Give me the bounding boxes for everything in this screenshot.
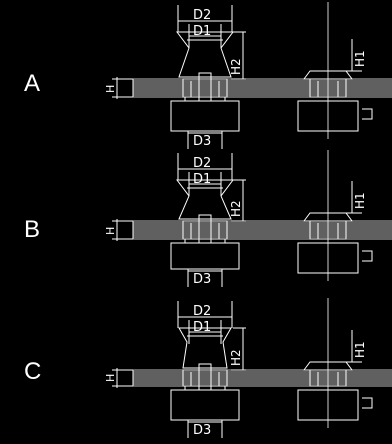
dim-h2-label: H2 [229, 58, 243, 75]
fastener-lower-body [170, 242, 240, 270]
fastener-right-lower-body [297, 242, 359, 274]
dim-h1-label: H1 [353, 50, 367, 67]
laminated-plate [132, 220, 392, 240]
fastener-right [297, 298, 373, 428]
fastener-insert [182, 78, 228, 98]
fastener-right-insert [309, 369, 347, 387]
dimension-h2: H2 [229, 327, 246, 371]
dim-h2-label: H2 [229, 200, 243, 217]
dim-d3-label: D3 [193, 423, 211, 438]
fastener-right-tab [362, 108, 373, 120]
dim-h2-label: H2 [229, 349, 243, 366]
dim-d2-label: D2 [193, 8, 211, 23]
fastener-right-lower-body [297, 389, 359, 421]
variant-letter-b: B [24, 216, 41, 243]
dim-d1-label: D1 [193, 24, 211, 39]
fastener-right-lower-body [297, 100, 359, 132]
dimension-h1: H1 [346, 181, 367, 214]
dim-d3-label: D3 [193, 272, 211, 287]
fastener-right-insert [309, 78, 347, 98]
dim-d2-label: D2 [193, 156, 211, 171]
dim-h1-label: H1 [353, 192, 367, 209]
fastener-insert [182, 369, 228, 387]
fastener-left [170, 179, 240, 270]
variant-letter-c: C [24, 358, 42, 385]
fastener-left [170, 31, 240, 132]
fastener-right-tab [362, 250, 373, 262]
dimension-h1: H1 [346, 39, 367, 72]
dimension-h: H [104, 368, 133, 388]
fastener-right [297, 2, 373, 139]
laminated-plate [132, 78, 392, 98]
fastener-insert [182, 220, 228, 240]
variant-letter-a: A [24, 70, 41, 97]
dim-d3-label: D3 [193, 134, 211, 149]
fastener-left [170, 327, 240, 421]
dim-h-label: H [104, 227, 117, 235]
fastener-lower-body [170, 100, 240, 132]
fastener-head [178, 327, 232, 369]
fastener-right-tab [362, 397, 373, 409]
dim-d1-label: D1 [193, 172, 211, 187]
fastener-right-insert [309, 220, 347, 240]
dim-h-label: H [104, 374, 117, 382]
dimension-h: H [104, 77, 133, 99]
dimension-h: H [104, 219, 133, 241]
laminated-plate [132, 369, 392, 387]
dimension-h2: H2 [229, 179, 246, 222]
dim-h1-label: H1 [353, 341, 367, 358]
fastener-lower-body [170, 389, 240, 421]
dim-h-label: H [104, 85, 117, 93]
dimension-h2: H2 [229, 31, 246, 80]
dim-d1-label: D1 [193, 320, 211, 335]
dim-d2-label: D2 [193, 304, 211, 319]
fastener-right [297, 150, 373, 281]
dimension-h1: H1 [346, 330, 367, 363]
